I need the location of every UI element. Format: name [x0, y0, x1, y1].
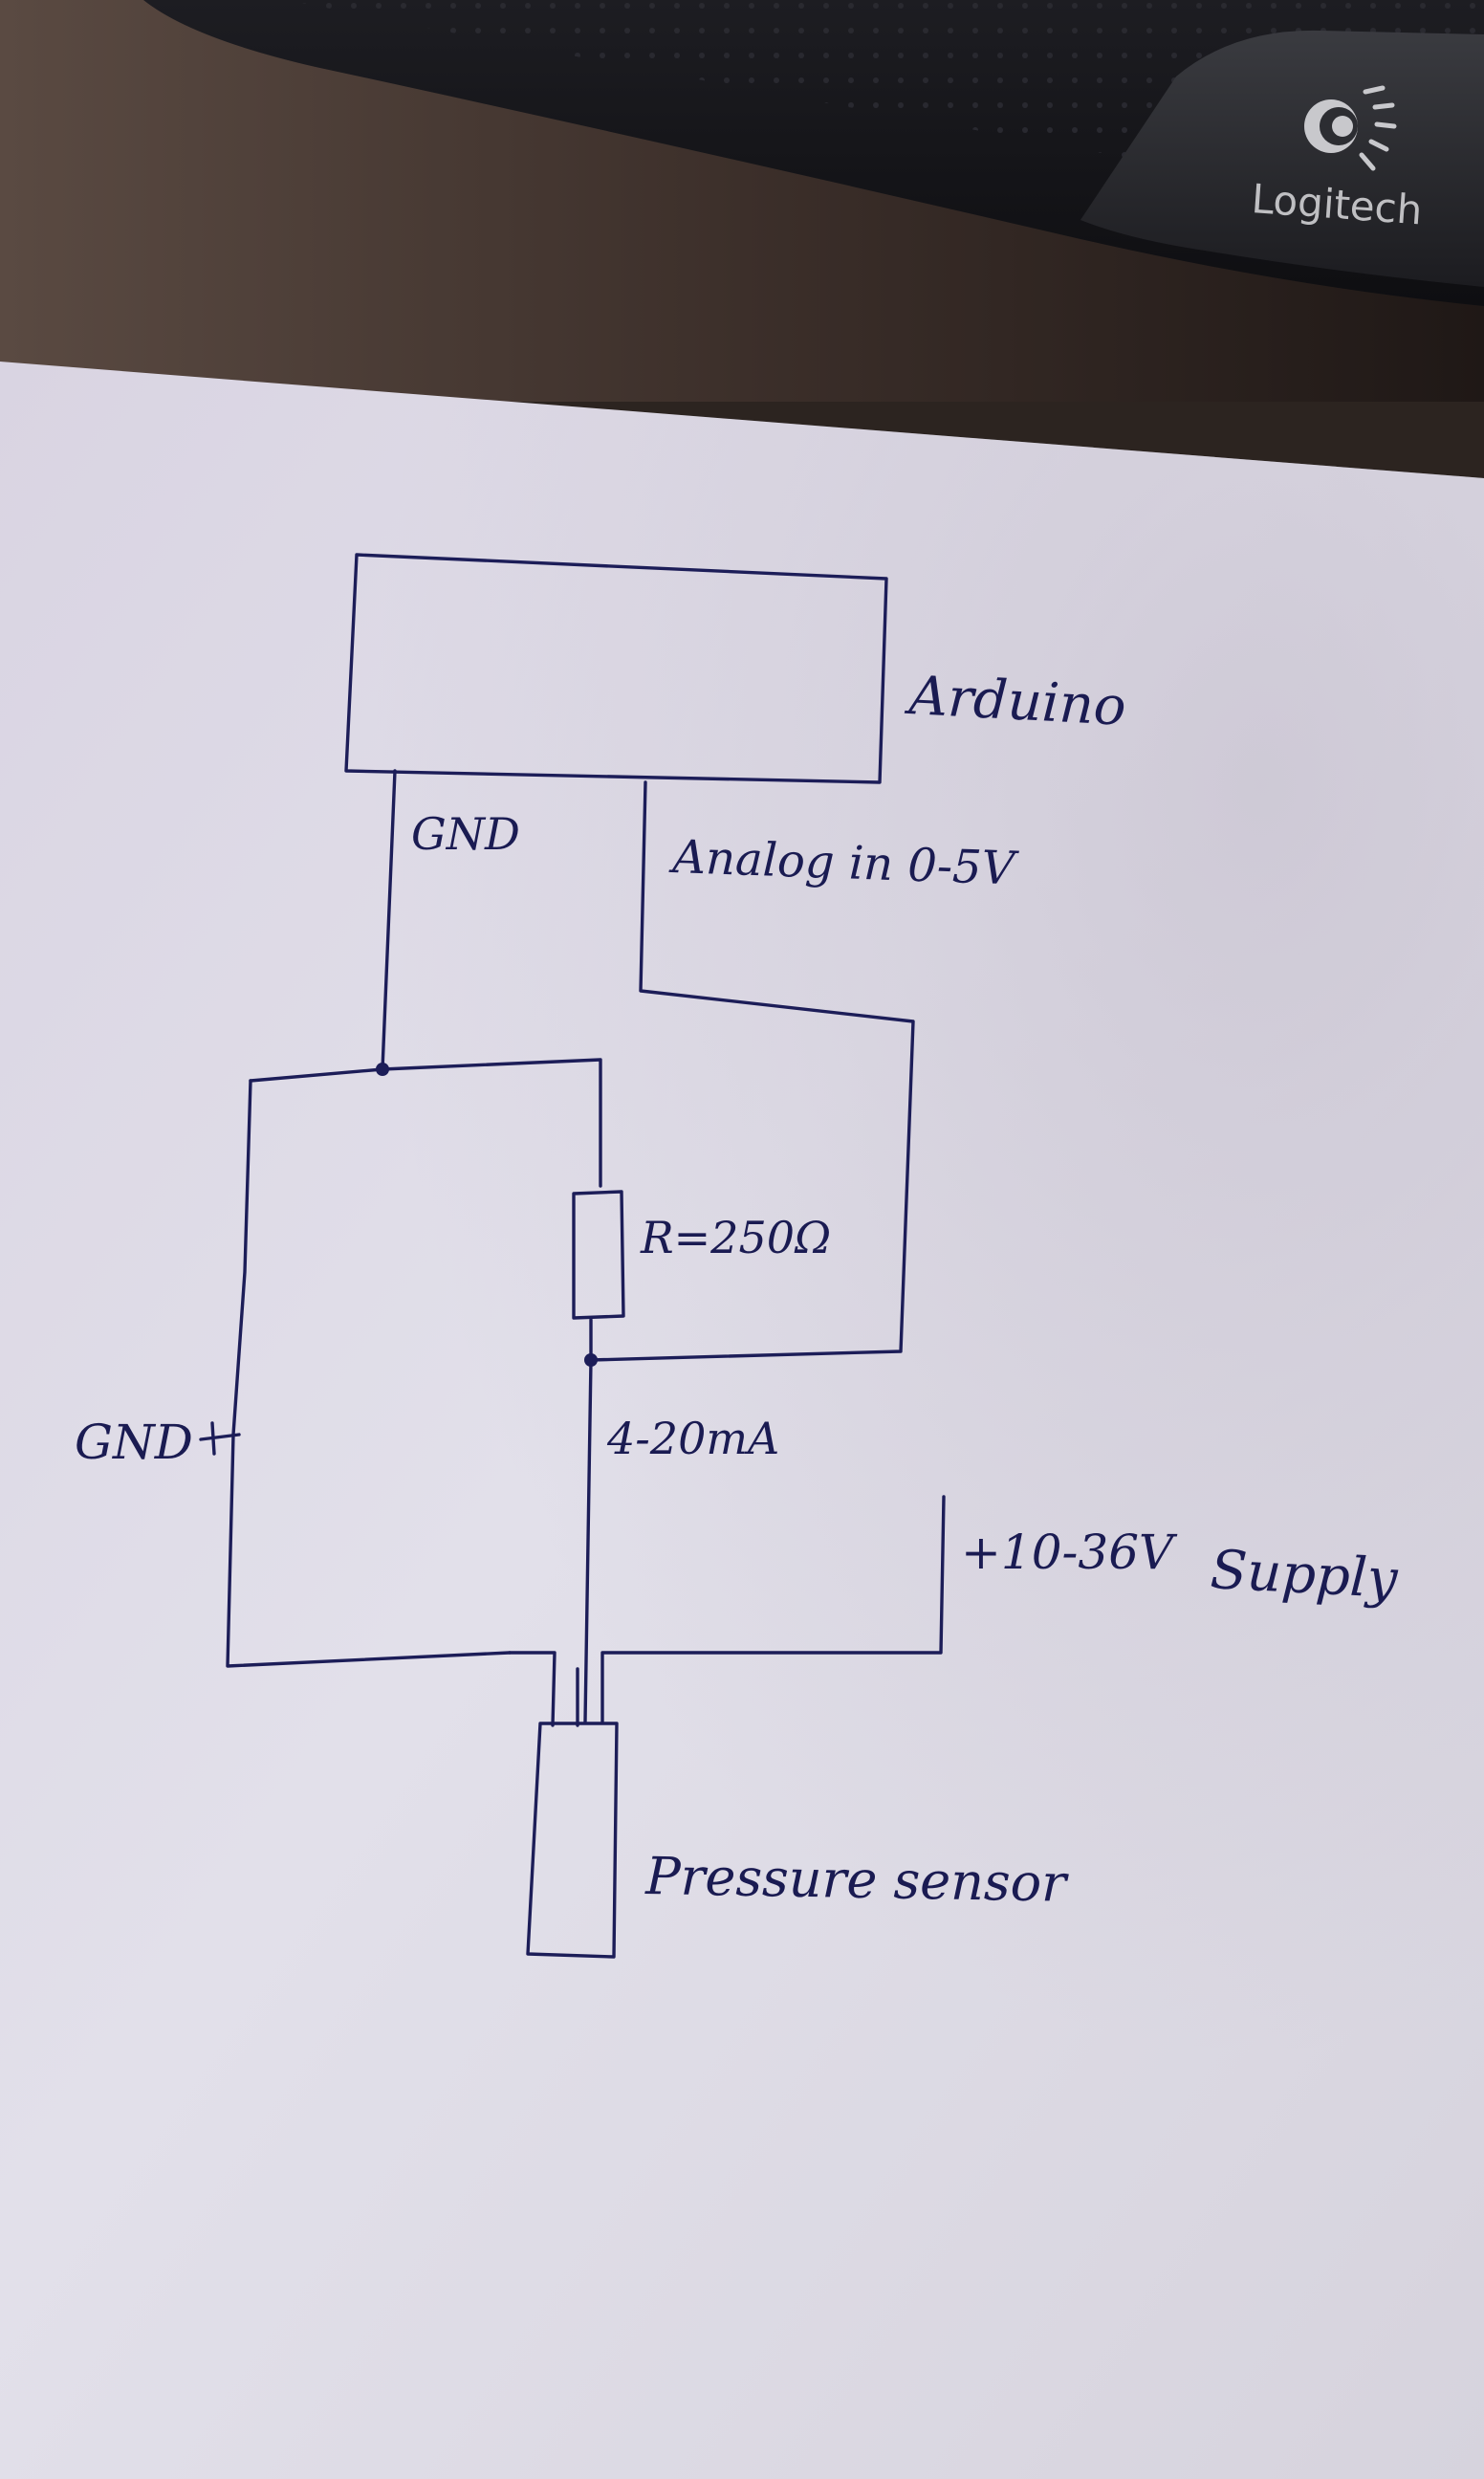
- gnd-top-label: GND: [411, 808, 520, 860]
- paper-shadow: [0, 362, 1484, 2479]
- supply-wire: [600, 1495, 946, 1723]
- current-loop-label: 4-20mA: [606, 1413, 779, 1464]
- supply-label: Supply: [1209, 1539, 1400, 1611]
- current-loop-wire: [583, 1318, 593, 1723]
- arduino-box: [344, 553, 888, 784]
- pressure-sensor-box: [526, 1722, 619, 1959]
- resistor-label: R=250Ω: [640, 1212, 831, 1263]
- sensor-gnd-lead: [508, 1651, 556, 1727]
- resistor: [572, 1190, 625, 1320]
- gnd-wire: [381, 769, 397, 1071]
- arduino-label: Arduino: [903, 665, 1127, 738]
- analog-in-label: Analog in 0-5V: [668, 830, 1020, 896]
- gnd-bus-top: [249, 1058, 602, 1188]
- gnd-symbol: [199, 1421, 241, 1456]
- pressure-sensor-label: Pressure sensor: [644, 1846, 1070, 1914]
- mouse: [1080, 30, 1484, 288]
- analog-in-wire: [589, 780, 915, 1362]
- gnd-junction-node: [376, 1063, 389, 1076]
- gnd-left-label: GND: [75, 1415, 193, 1470]
- supply-voltage-label: +10-36V: [961, 1525, 1178, 1580]
- circuit-drawing: [199, 553, 946, 1959]
- logitech-eye-icon: [1304, 85, 1397, 171]
